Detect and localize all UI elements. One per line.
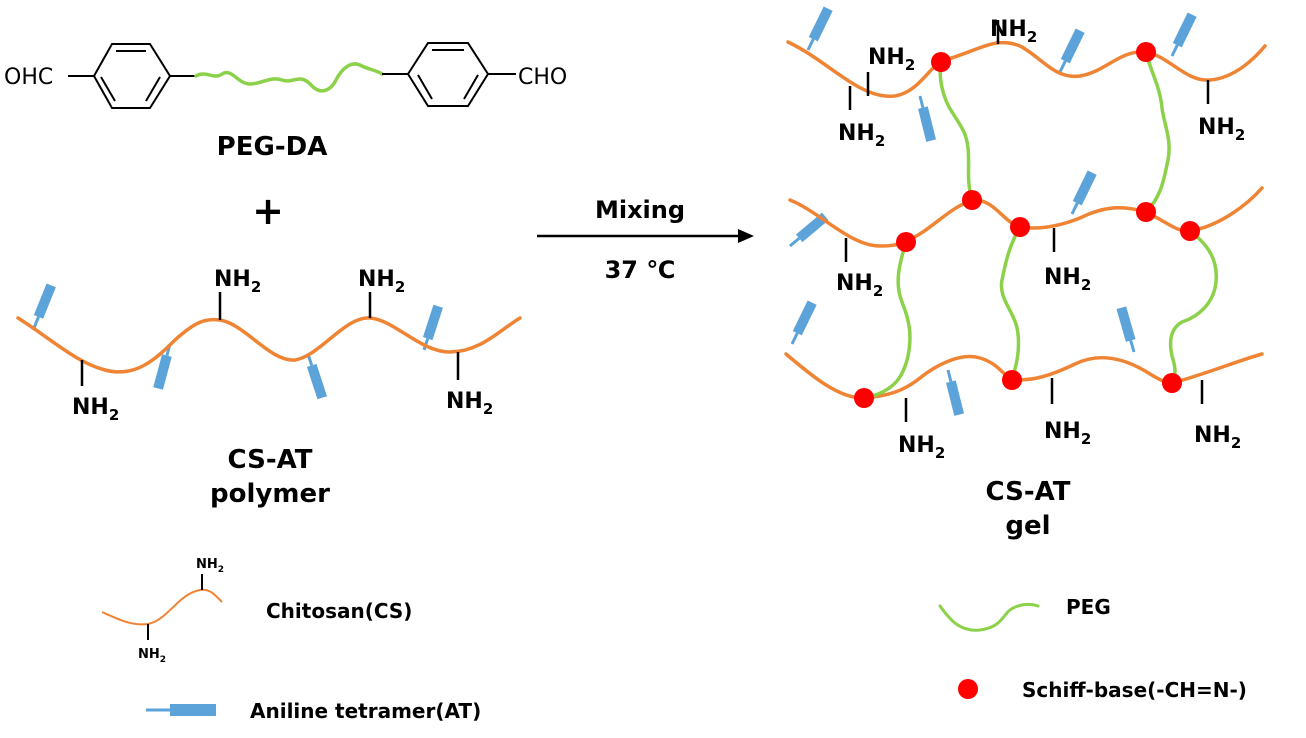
- reaction-arrow: [537, 229, 754, 243]
- cs-at-gel-network: [784, 6, 1267, 422]
- plus-sign: +: [252, 189, 284, 233]
- gel-amine-label: NH2: [898, 433, 945, 462]
- legend-chitosan-symbol: NH2 NH2: [101, 557, 224, 665]
- cs-at-polymer-label-line2: polymer: [210, 479, 330, 509]
- cs-at-gel-label-line1: CS-AT: [986, 477, 1071, 507]
- right-benzene-ring: [382, 42, 516, 107]
- gel-aniline-group: [1058, 28, 1085, 73]
- gel-aniline-group: [1116, 306, 1136, 353]
- legend-schiff-symbol: [958, 679, 978, 699]
- gel-aniline-group: [1070, 170, 1097, 215]
- reaction-condition-temperature: 37 ℃: [605, 256, 676, 284]
- gel-amine-label: NH2: [1198, 115, 1245, 144]
- legend-chitosan-label: Chitosan(CS): [266, 599, 412, 623]
- gel-amine-label: NH2: [836, 271, 883, 300]
- polymer-aniline-group: [306, 353, 327, 400]
- peg-da-label: PEG-DA: [217, 132, 328, 162]
- gel-amine-label: NH2: [838, 121, 885, 150]
- legend-schiff-label: Schiff-base(-CH=N-): [1022, 678, 1247, 702]
- gel-chain-top: [786, 40, 1267, 98]
- cs-at-gel-label-line2: gel: [1005, 511, 1050, 541]
- polymer-amine-label: NH2: [214, 267, 261, 296]
- gel-aniline-group: [806, 6, 833, 51]
- peg-da-left-group: OHC: [4, 65, 53, 90]
- peg-link-3: [862, 240, 912, 400]
- schiff-base-node: [1162, 373, 1182, 393]
- schiff-base-node: [931, 52, 951, 72]
- svg-text:NH2: NH2: [138, 647, 166, 665]
- polymer-aniline-groups: [32, 283, 443, 400]
- cs-at-polymer: [16, 283, 522, 400]
- legend-nh-bottom-sub: 2: [160, 655, 166, 665]
- schiff-base-node: [1010, 217, 1030, 237]
- polymer-amine-bonds: [80, 292, 460, 386]
- legend-aniline-label: Aniline tetramer(AT): [250, 699, 481, 723]
- peg-da-molecule: OHC CHO: [4, 42, 567, 109]
- gel-aniline-group: [1170, 12, 1197, 57]
- svg-text:NH2: NH2: [196, 557, 224, 575]
- polymer-amine-label: NH2: [358, 267, 405, 296]
- gel-schiff-base-nodes: [854, 42, 1200, 408]
- schiff-base-node: [1002, 370, 1022, 390]
- reaction-condition-mixing: Mixing: [595, 196, 685, 224]
- gel-amine-label: NH2: [868, 45, 915, 74]
- gel-peg-crosslinks: [862, 50, 1219, 400]
- legend: NH2 NH2 Chitosan(CS) Aniline tetramer(AT…: [101, 557, 1247, 723]
- gel-aniline-groups: [789, 6, 1197, 416]
- gel-amine-label: NH2: [1044, 419, 1091, 448]
- polymer-amine-label: NH2: [446, 389, 493, 418]
- gel-amine-label: NH2: [1044, 265, 1091, 294]
- schiff-base-node: [854, 388, 874, 408]
- polymer-aniline-group: [32, 283, 56, 329]
- legend-aniline-symbol: [146, 704, 216, 716]
- peg-link-1: [938, 60, 974, 202]
- schiff-base-node: [1136, 42, 1156, 62]
- legend-nh-top-sub: 2: [218, 565, 224, 575]
- gel-aniline-group: [946, 369, 964, 416]
- peg-link-4: [999, 225, 1022, 382]
- left-benzene-ring: [68, 43, 196, 109]
- legend-peg-symbol: [938, 602, 1040, 632]
- schiff-base-node: [962, 190, 982, 210]
- peg-link-5: [1168, 229, 1219, 385]
- polymer-amine-label: NH2: [72, 395, 119, 424]
- legend-nh-top: NH: [196, 557, 218, 572]
- gel-amine-label: NH2: [1194, 423, 1241, 452]
- gel-aniline-group: [790, 300, 817, 345]
- gel-aniline-group: [918, 95, 936, 142]
- schiff-base-node: [1136, 202, 1156, 222]
- schiff-base-node: [896, 232, 916, 252]
- peg-link-2: [1144, 50, 1171, 214]
- gel-aniline-group: [789, 212, 829, 248]
- peg-da-peg-chain: [194, 62, 384, 93]
- gel-amine-label: NH2: [990, 17, 1037, 46]
- legend-peg-label: PEG: [1066, 595, 1111, 619]
- polymer-chitosan-chain: [16, 316, 522, 374]
- schiff-base-node: [1180, 221, 1200, 241]
- gel-amine-bonds: [844, 20, 1210, 422]
- peg-da-right-group: CHO: [518, 65, 567, 90]
- cs-at-polymer-label-line1: CS-AT: [228, 445, 313, 475]
- legend-nh-bottom: NH: [138, 647, 160, 662]
